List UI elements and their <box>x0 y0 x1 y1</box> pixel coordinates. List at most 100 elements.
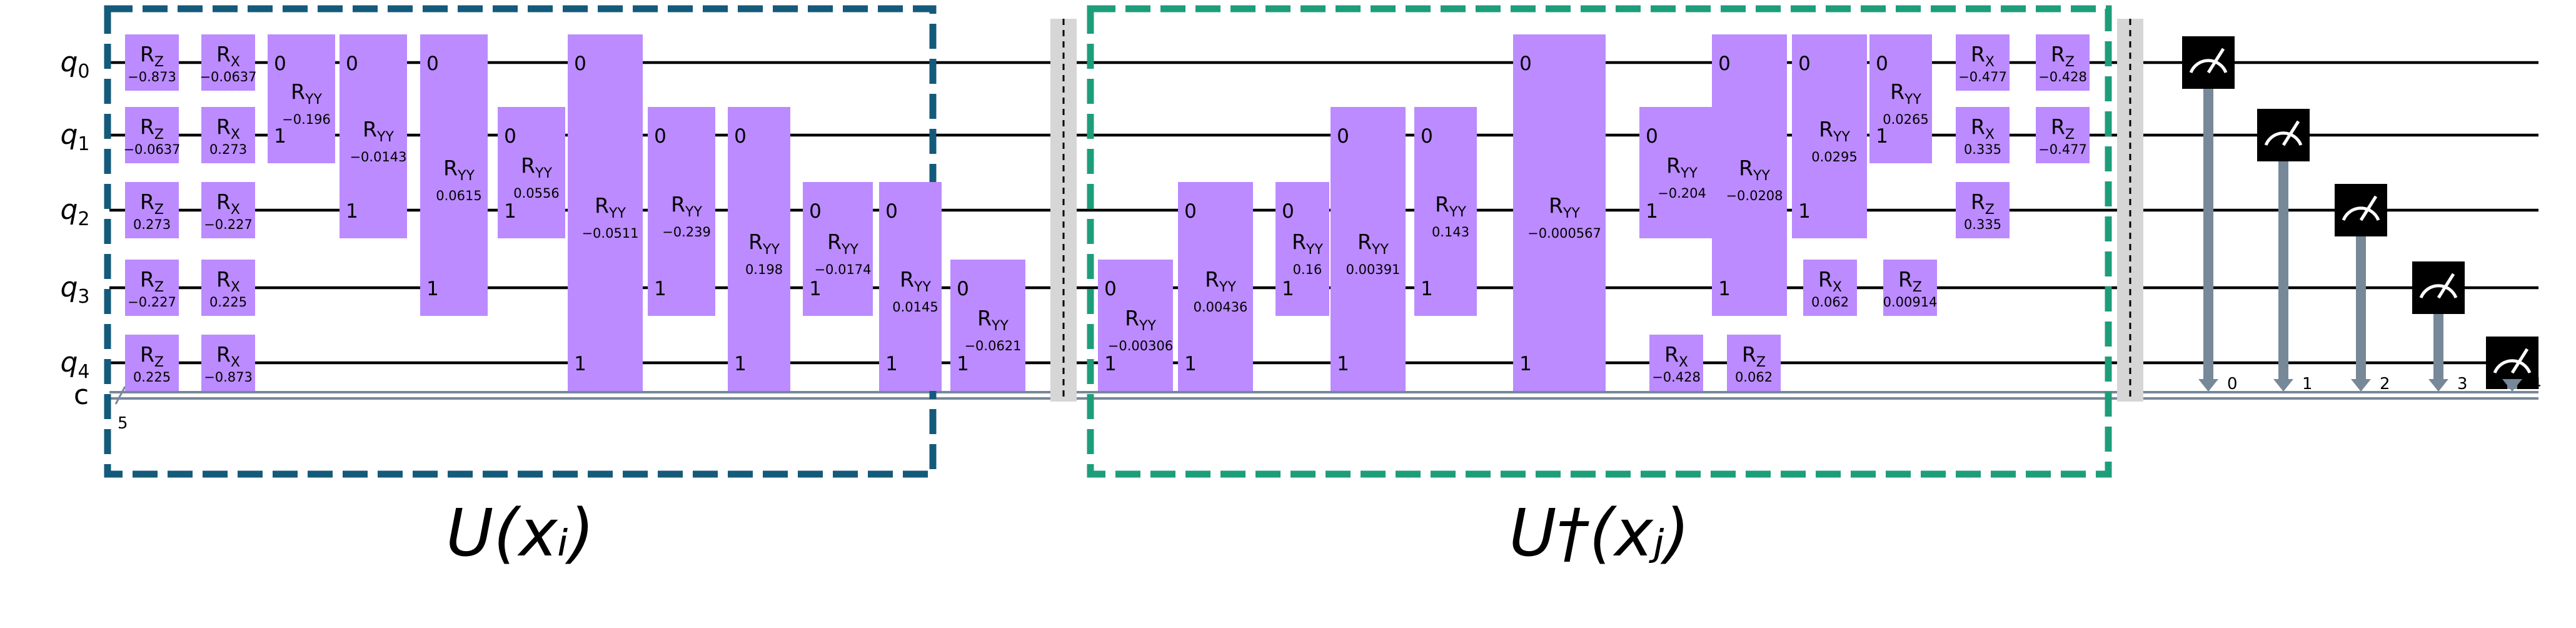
gate-rx-32: RX0.062 <box>1803 260 1857 316</box>
gate-name-sub: YY <box>608 206 626 221</box>
gate-box <box>420 34 488 316</box>
gate-port-1: 1 <box>1876 125 1888 148</box>
gate-port-1: 1 <box>957 353 969 375</box>
gate-param: 0.00436 <box>1194 300 1248 315</box>
gate-name-sub: YY <box>457 168 475 184</box>
gate-box <box>1956 107 2010 163</box>
gate-name-sub: YY <box>1139 318 1156 334</box>
gate-param: 0.062 <box>1811 295 1849 310</box>
gate-port-1: 1 <box>504 200 516 223</box>
gate-name: RX <box>216 114 240 143</box>
gate-param: −0.0621 <box>964 338 1021 353</box>
gate-param: 0.0295 <box>1811 149 1857 165</box>
gate-rz-37: RZ−0.477 <box>2036 107 2090 163</box>
gate-param: 0.0615 <box>436 188 481 203</box>
gate-param: 0.198 <box>745 262 783 277</box>
gate-name: RZ <box>140 267 164 295</box>
gate-param: 0.062 <box>1735 370 1773 385</box>
gate-port-0: 0 <box>1337 125 1349 148</box>
gate-param: −0.0637 <box>123 142 180 157</box>
gate-box <box>1275 182 1329 316</box>
gate-rx-5: RX−0.0637 <box>199 34 257 91</box>
meter-arc-icon <box>2419 284 2458 299</box>
gate-box <box>201 335 255 391</box>
gate-name-sub: Z <box>1913 280 1922 295</box>
qubit-label-index: 2 <box>78 208 89 230</box>
gate-name-sub: YY <box>1680 166 1698 181</box>
meter-needle-icon <box>2510 348 2529 374</box>
gate-port-1: 1 <box>734 353 747 375</box>
gate-rz-3: RZ−0.227 <box>125 260 179 316</box>
meter-arc-icon <box>2264 131 2303 146</box>
meter-needle-icon <box>2206 48 2225 74</box>
gate-param: −0.0174 <box>814 262 871 277</box>
gate-box <box>125 335 179 391</box>
gate-param: −0.204 <box>1658 186 1706 201</box>
measure-bit-label: 0 <box>2227 375 2238 393</box>
gate-param: 0.0145 <box>892 300 938 315</box>
gate-param: 0.335 <box>1964 217 2001 232</box>
measure-1: 1 <box>2257 109 2313 393</box>
gate-param: −0.873 <box>128 69 176 84</box>
gate-port-0: 0 <box>809 200 822 223</box>
qubit-label-index: 4 <box>78 361 89 383</box>
gate-name-sub: Z <box>154 202 164 218</box>
classical-width-label: 5 <box>118 414 128 433</box>
gate-param: −0.873 <box>204 370 253 385</box>
gate-name-sub: YY <box>1753 168 1770 184</box>
measure-box <box>2335 184 2387 236</box>
qubit-label-index: 1 <box>78 133 89 155</box>
gate-port-0: 0 <box>1104 278 1117 300</box>
gate-box <box>125 182 179 238</box>
qubit-label-2: q2 <box>60 194 89 230</box>
gates: RZ−0.873RZ−0.0637RZ0.273RZ−0.227RZ0.225R… <box>123 34 2090 391</box>
gate-name: RX <box>1818 267 1842 295</box>
gate-port-0: 0 <box>1184 200 1197 223</box>
gate-name-sub: Z <box>154 355 164 370</box>
gate-port-1: 1 <box>885 353 898 375</box>
measure-arrowhead-icon <box>2273 379 2293 392</box>
measure-arrowhead-icon <box>2502 379 2522 392</box>
gate-port-0: 0 <box>654 125 667 148</box>
gate-rz-33: RZ0.00914 <box>1883 260 1937 316</box>
meter-arc-icon <box>2189 59 2228 74</box>
gate-box <box>268 34 335 163</box>
gate-box <box>1883 260 1937 316</box>
gate-port-1: 1 <box>1184 353 1197 375</box>
gate-name-sub: YY <box>1306 242 1323 258</box>
measure-arrowhead-icon <box>2351 379 2371 392</box>
gate-box <box>201 34 255 91</box>
qubit-label-1: q1 <box>60 119 89 155</box>
gate-port-0: 0 <box>274 53 286 75</box>
gate-param: 0.273 <box>133 217 171 232</box>
gate-rz-0: RZ−0.873 <box>125 34 179 91</box>
gate-rx-30: RX−0.428 <box>1649 335 1703 391</box>
gate-box <box>1331 107 1406 391</box>
gate-port-1: 1 <box>1798 200 1811 223</box>
gate-param: −0.428 <box>2038 69 2087 84</box>
gate-box <box>125 107 179 163</box>
gate-port-0: 0 <box>1282 200 1294 223</box>
barriers <box>1050 19 2143 402</box>
gate-box <box>1956 34 2010 91</box>
gate-name-sub: X <box>1679 355 1688 370</box>
gate-name-sub: X <box>231 127 240 143</box>
gate-param: 0.143 <box>1432 225 1469 240</box>
gate-name-sub: YY <box>913 280 931 295</box>
gate-name-sub: YY <box>376 129 394 145</box>
gate-rx-9: RX−0.873 <box>201 335 255 391</box>
gate-box <box>728 107 790 391</box>
gate-name-sub: X <box>1985 127 1995 143</box>
gate-port-1: 1 <box>809 278 822 300</box>
gate-port-0: 0 <box>1519 53 1532 75</box>
gate-param: 0.0265 <box>1883 112 1928 127</box>
